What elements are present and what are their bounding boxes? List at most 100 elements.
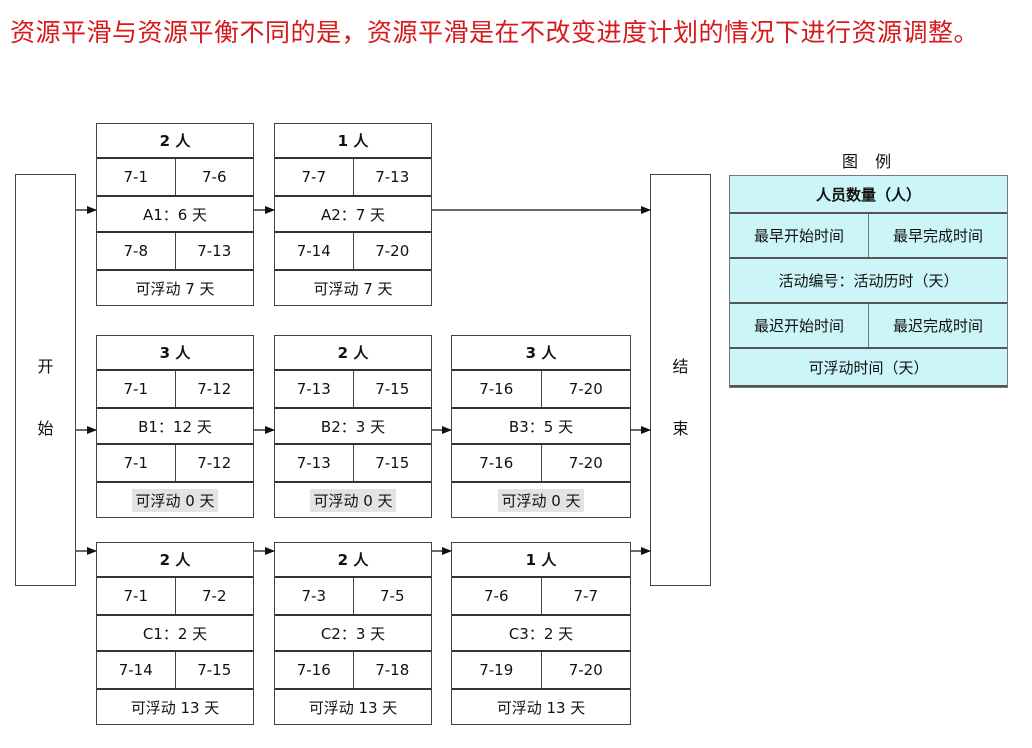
c2-name: C2：3 天 — [275, 616, 431, 652]
c2-late-row: 7-16 7-18 — [275, 652, 431, 690]
c1-early-row: 7-1 7-2 — [97, 578, 253, 616]
c2-people: 2 人 — [275, 543, 431, 578]
b3-es: 7-16 — [452, 371, 542, 407]
b2-ls: 7-13 — [275, 445, 354, 481]
activity-c3: 1 人 7-6 7-7 C3：2 天 7-19 7-20 可浮动 13 天 — [451, 542, 631, 725]
b1-float-row: 可浮动 0 天 — [97, 483, 253, 517]
start-char-2: 始 — [37, 419, 54, 438]
c3-ef: 7-7 — [573, 587, 599, 605]
c1-ef: 7-2 — [202, 587, 227, 605]
a1-ef: 7-6 — [202, 168, 227, 186]
c3-people: 1 人 — [452, 543, 630, 578]
a1-name: A1：6 天 — [97, 197, 253, 233]
c2-lf: 7-18 — [375, 661, 410, 679]
b3-name: B3：5 天 — [452, 409, 630, 445]
activity-a1: 2 人 7-1 7-6 A1：6 天 7-8 7-13 可浮动 7 天 — [96, 123, 254, 306]
b3-late-row: 7-16 7-20 — [452, 445, 630, 483]
a2-lf: 7-20 — [375, 242, 410, 260]
start-char-1: 开 — [37, 357, 54, 376]
a2-float: 可浮动 7 天 — [313, 279, 393, 298]
a1-float: 可浮动 7 天 — [135, 279, 215, 298]
c3-name: C3：2 天 — [452, 616, 630, 652]
b3-ef: 7-20 — [568, 380, 603, 398]
c2-ef: 7-5 — [380, 587, 405, 605]
c1-late-row: 7-14 7-15 — [97, 652, 253, 690]
a2-ef: 7-13 — [375, 168, 410, 186]
b3-ls: 7-16 — [452, 445, 542, 481]
b2-float-row: 可浮动 0 天 — [275, 483, 431, 517]
c2-early-row: 7-3 7-5 — [275, 578, 431, 616]
a1-es: 7-1 — [97, 159, 176, 195]
legend-ls: 最迟开始时间 — [730, 304, 869, 347]
b2-late-row: 7-13 7-15 — [275, 445, 431, 483]
a2-ls: 7-14 — [275, 233, 354, 269]
c3-float: 可浮动 13 天 — [496, 698, 586, 717]
a1-early-row: 7-1 7-6 — [97, 159, 253, 197]
b1-lf: 7-12 — [197, 454, 232, 472]
a2-name: A2：7 天 — [275, 197, 431, 233]
c2-es: 7-3 — [275, 578, 354, 614]
b1-ef: 7-12 — [197, 380, 232, 398]
a1-people: 2 人 — [97, 124, 253, 159]
b1-people: 3 人 — [97, 336, 253, 371]
c1-ls: 7-14 — [97, 652, 176, 688]
c1-es: 7-1 — [97, 578, 176, 614]
legend-late-row: 最迟开始时间 最迟完成时间 — [730, 304, 1007, 349]
a2-es: 7-7 — [275, 159, 354, 195]
b2-es: 7-13 — [275, 371, 354, 407]
b3-float: 可浮动 0 天 — [498, 488, 584, 512]
b2-lf: 7-15 — [375, 454, 410, 472]
activity-c1: 2 人 7-1 7-2 C1：2 天 7-14 7-15 可浮动 13 天 — [96, 542, 254, 725]
activity-b3: 3 人 7-16 7-20 B3：5 天 7-16 7-20 可浮动 0 天 — [451, 335, 631, 518]
c3-es: 7-6 — [452, 578, 542, 614]
c1-float: 可浮动 13 天 — [130, 698, 220, 717]
a2-people: 1 人 — [275, 124, 431, 159]
legend-box: 人员数量（人） 最早开始时间 最早完成时间 活动编号：活动历时（天） 最迟开始时间… — [729, 175, 1008, 388]
legend-people: 人员数量（人） — [730, 176, 1007, 214]
c2-ls: 7-16 — [275, 652, 354, 688]
c3-early-row: 7-6 7-7 — [452, 578, 630, 616]
end-char-2: 束 — [672, 419, 689, 438]
a1-lf: 7-13 — [197, 242, 232, 260]
legend-ef: 最早完成时间 — [892, 227, 983, 245]
a2-early-row: 7-7 7-13 — [275, 159, 431, 197]
b1-float: 可浮动 0 天 — [132, 488, 218, 512]
c3-late-row: 7-19 7-20 — [452, 652, 630, 690]
b3-float-row: 可浮动 0 天 — [452, 483, 630, 517]
legend-early-row: 最早开始时间 最早完成时间 — [730, 214, 1007, 259]
legend-name: 活动编号：活动历时（天） — [730, 259, 1007, 304]
activity-c2: 2 人 7-3 7-5 C2：3 天 7-16 7-18 可浮动 13 天 — [274, 542, 432, 725]
c1-lf: 7-15 — [197, 661, 232, 679]
legend-es: 最早开始时间 — [730, 214, 869, 257]
a1-late-row: 7-8 7-13 — [97, 233, 253, 271]
legend-title: 图 例 — [842, 152, 898, 171]
b3-people: 3 人 — [452, 336, 630, 371]
start-node: 开 始 — [15, 174, 76, 586]
b1-late-row: 7-1 7-12 — [97, 445, 253, 483]
b2-ef: 7-15 — [375, 380, 410, 398]
b2-name: B2：3 天 — [275, 409, 431, 445]
legend-float: 可浮动时间（天） — [730, 349, 1007, 387]
a2-late-row: 7-14 7-20 — [275, 233, 431, 271]
a1-ls: 7-8 — [97, 233, 176, 269]
c1-name: C1：2 天 — [97, 616, 253, 652]
legend-lf: 最迟完成时间 — [892, 317, 983, 335]
activity-a2: 1 人 7-7 7-13 A2：7 天 7-14 7-20 可浮动 7 天 — [274, 123, 432, 306]
b3-early-row: 7-16 7-20 — [452, 371, 630, 409]
end-char-1: 结 — [672, 357, 689, 376]
b1-ls: 7-1 — [97, 445, 176, 481]
end-node: 结 束 — [650, 174, 711, 586]
b1-name: B1：12 天 — [97, 409, 253, 445]
c1-people: 2 人 — [97, 543, 253, 578]
b2-float: 可浮动 0 天 — [310, 488, 396, 512]
b2-early-row: 7-13 7-15 — [275, 371, 431, 409]
c3-ls: 7-19 — [452, 652, 542, 688]
c2-float: 可浮动 13 天 — [308, 698, 398, 717]
page-title: 资源平滑与资源平衡不同的是，资源平滑是在不改变进度计划的情况下进行资源调整。 — [10, 18, 980, 47]
c3-lf: 7-20 — [568, 661, 603, 679]
b3-lf: 7-20 — [568, 454, 603, 472]
